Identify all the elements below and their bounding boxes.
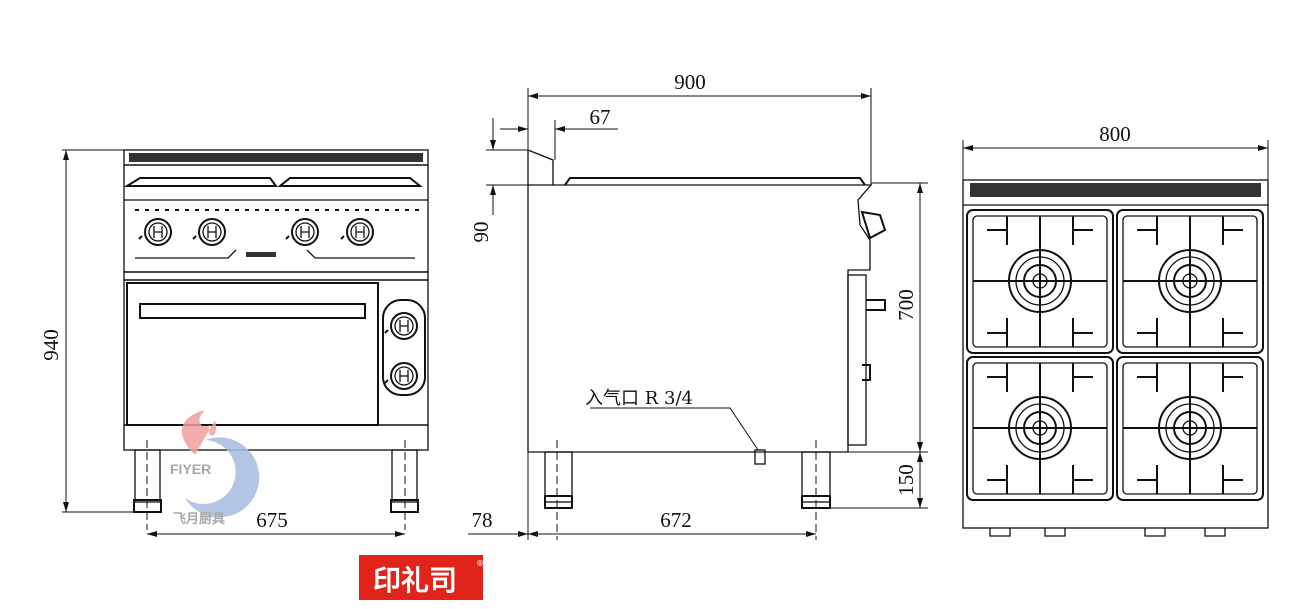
side-view: 入气口 R 3/4 900 67 90 700 150 78 672 (468, 70, 928, 540)
watermark-name: 飞月厨具 (173, 511, 225, 526)
dim-side-leg-height: 150 (894, 464, 918, 496)
burner-knob (192, 218, 226, 246)
gas-inlet-label: 入气口 R 3/4 (585, 388, 693, 409)
stamp-logo: 印礼司 ® (359, 555, 484, 600)
oven-control-panel (382, 299, 426, 396)
burner-knob (340, 218, 374, 246)
brand-plate (246, 252, 276, 257)
dim-side-body-height: 700 (894, 289, 918, 321)
oven-knob (384, 362, 418, 390)
fiyer-watermark: FIYER 飞月厨具 (170, 410, 260, 526)
gas-inlet (754, 449, 766, 465)
burner-knob (285, 218, 319, 246)
front-view: 940 675 (39, 149, 429, 537)
dim-side-leg-offset: 78 (472, 508, 493, 532)
burner-grate (966, 209, 1114, 354)
watermark-brand: FIYER (170, 461, 211, 477)
stamp-registered-mark: ® (476, 559, 484, 568)
oven-knob (384, 312, 418, 340)
burner-grate (1116, 356, 1264, 501)
dim-side-backsplash: 67 (590, 105, 611, 129)
top-vent (970, 183, 1261, 197)
dim-front-leg-span: 675 (256, 508, 288, 532)
dim-side-leg-span: 672 (660, 508, 692, 532)
burner-grate (1116, 209, 1264, 354)
dim-side-backsplash-height: 90 (469, 222, 493, 243)
oven-door-handle (139, 303, 366, 319)
burner-grate (966, 356, 1114, 501)
burner-knob (138, 218, 172, 246)
dim-top-width: 800 (1099, 122, 1131, 146)
backsplash-vent (129, 153, 423, 162)
top-view: 800 (962, 122, 1269, 537)
grates-front (123, 177, 423, 187)
dim-front-height: 940 (39, 329, 63, 361)
stamp-text: 印礼司 (373, 564, 457, 597)
side-knob (860, 210, 887, 240)
dim-side-depth: 900 (674, 70, 706, 94)
